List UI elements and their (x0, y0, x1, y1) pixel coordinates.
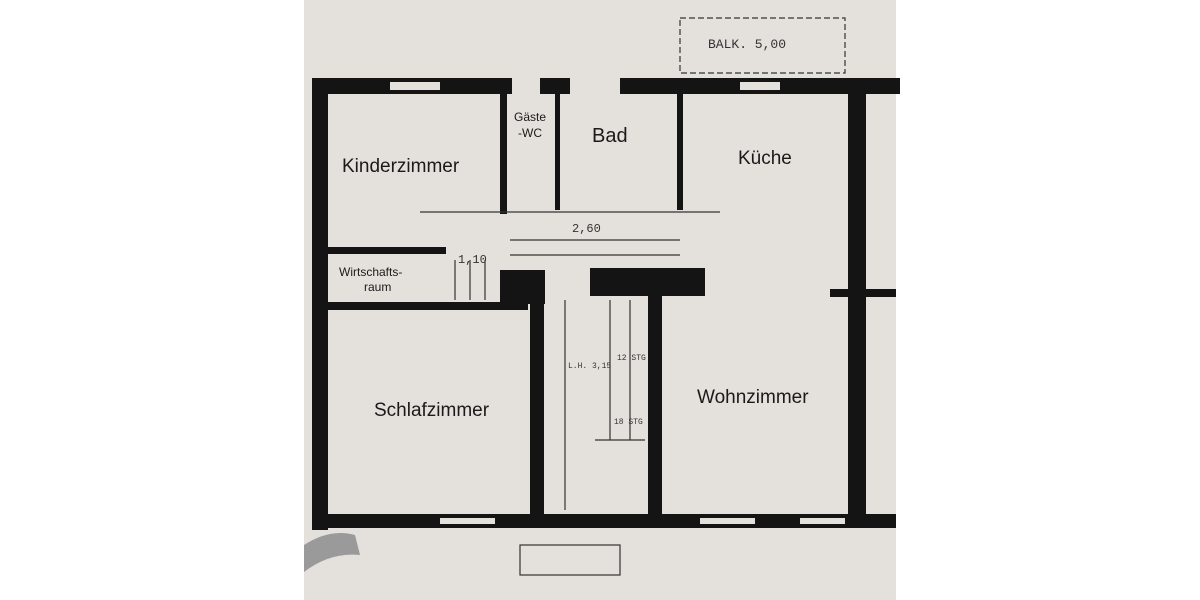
dimension-stufen-oben: 12 STG (617, 354, 646, 363)
dimension-stufen-unten: 18 STG (614, 418, 643, 427)
room-wirtschaftsraum: Wirtschafts- (339, 265, 402, 279)
wall-kueche-right (848, 94, 866, 514)
wall-block-right (590, 268, 705, 296)
wall-top-mid (540, 78, 570, 94)
walls (312, 78, 900, 530)
dimension-balkon: BALK. 5,00 (708, 37, 786, 52)
wall-bottom (312, 514, 896, 528)
wall-wc-bad (555, 94, 560, 210)
wall-right-partial (830, 289, 896, 297)
room-bad: Bad (592, 125, 628, 147)
windows (390, 82, 845, 524)
dimension-treppe: L.H. 3,15 (568, 362, 611, 371)
room-wohnzimmer: Wohnzimmer (697, 387, 809, 408)
entrance-mat (519, 544, 621, 576)
wall-left (312, 78, 328, 530)
binder-ring (304, 532, 360, 572)
room-wirtschaftsraum-suffix: raum (364, 280, 391, 294)
room-kinderzimmer: Kinderzimmer (342, 156, 460, 177)
room-gaeste-wc-suffix: -WC (518, 126, 542, 140)
wall-kinder-wc (500, 94, 507, 214)
wall-bad-kueche (677, 94, 683, 210)
stair-lines (420, 17, 846, 576)
room-kueche: Küche (738, 148, 792, 169)
room-schlafzimmer: Schlafzimmer (374, 400, 490, 421)
floor-plan-photo (304, 0, 896, 600)
dimension-flur: 2,60 (572, 222, 601, 236)
wall-stair-right (648, 290, 662, 520)
wall-stair-left (530, 290, 544, 520)
wall-wirtschaft-top (328, 247, 446, 254)
balcony-outline (679, 17, 846, 74)
wall-wirtschaft-bottom (328, 302, 528, 310)
dimension-wirtschaft: 1,10 (458, 253, 487, 267)
room-gaeste-wc: Gäste (514, 110, 546, 124)
